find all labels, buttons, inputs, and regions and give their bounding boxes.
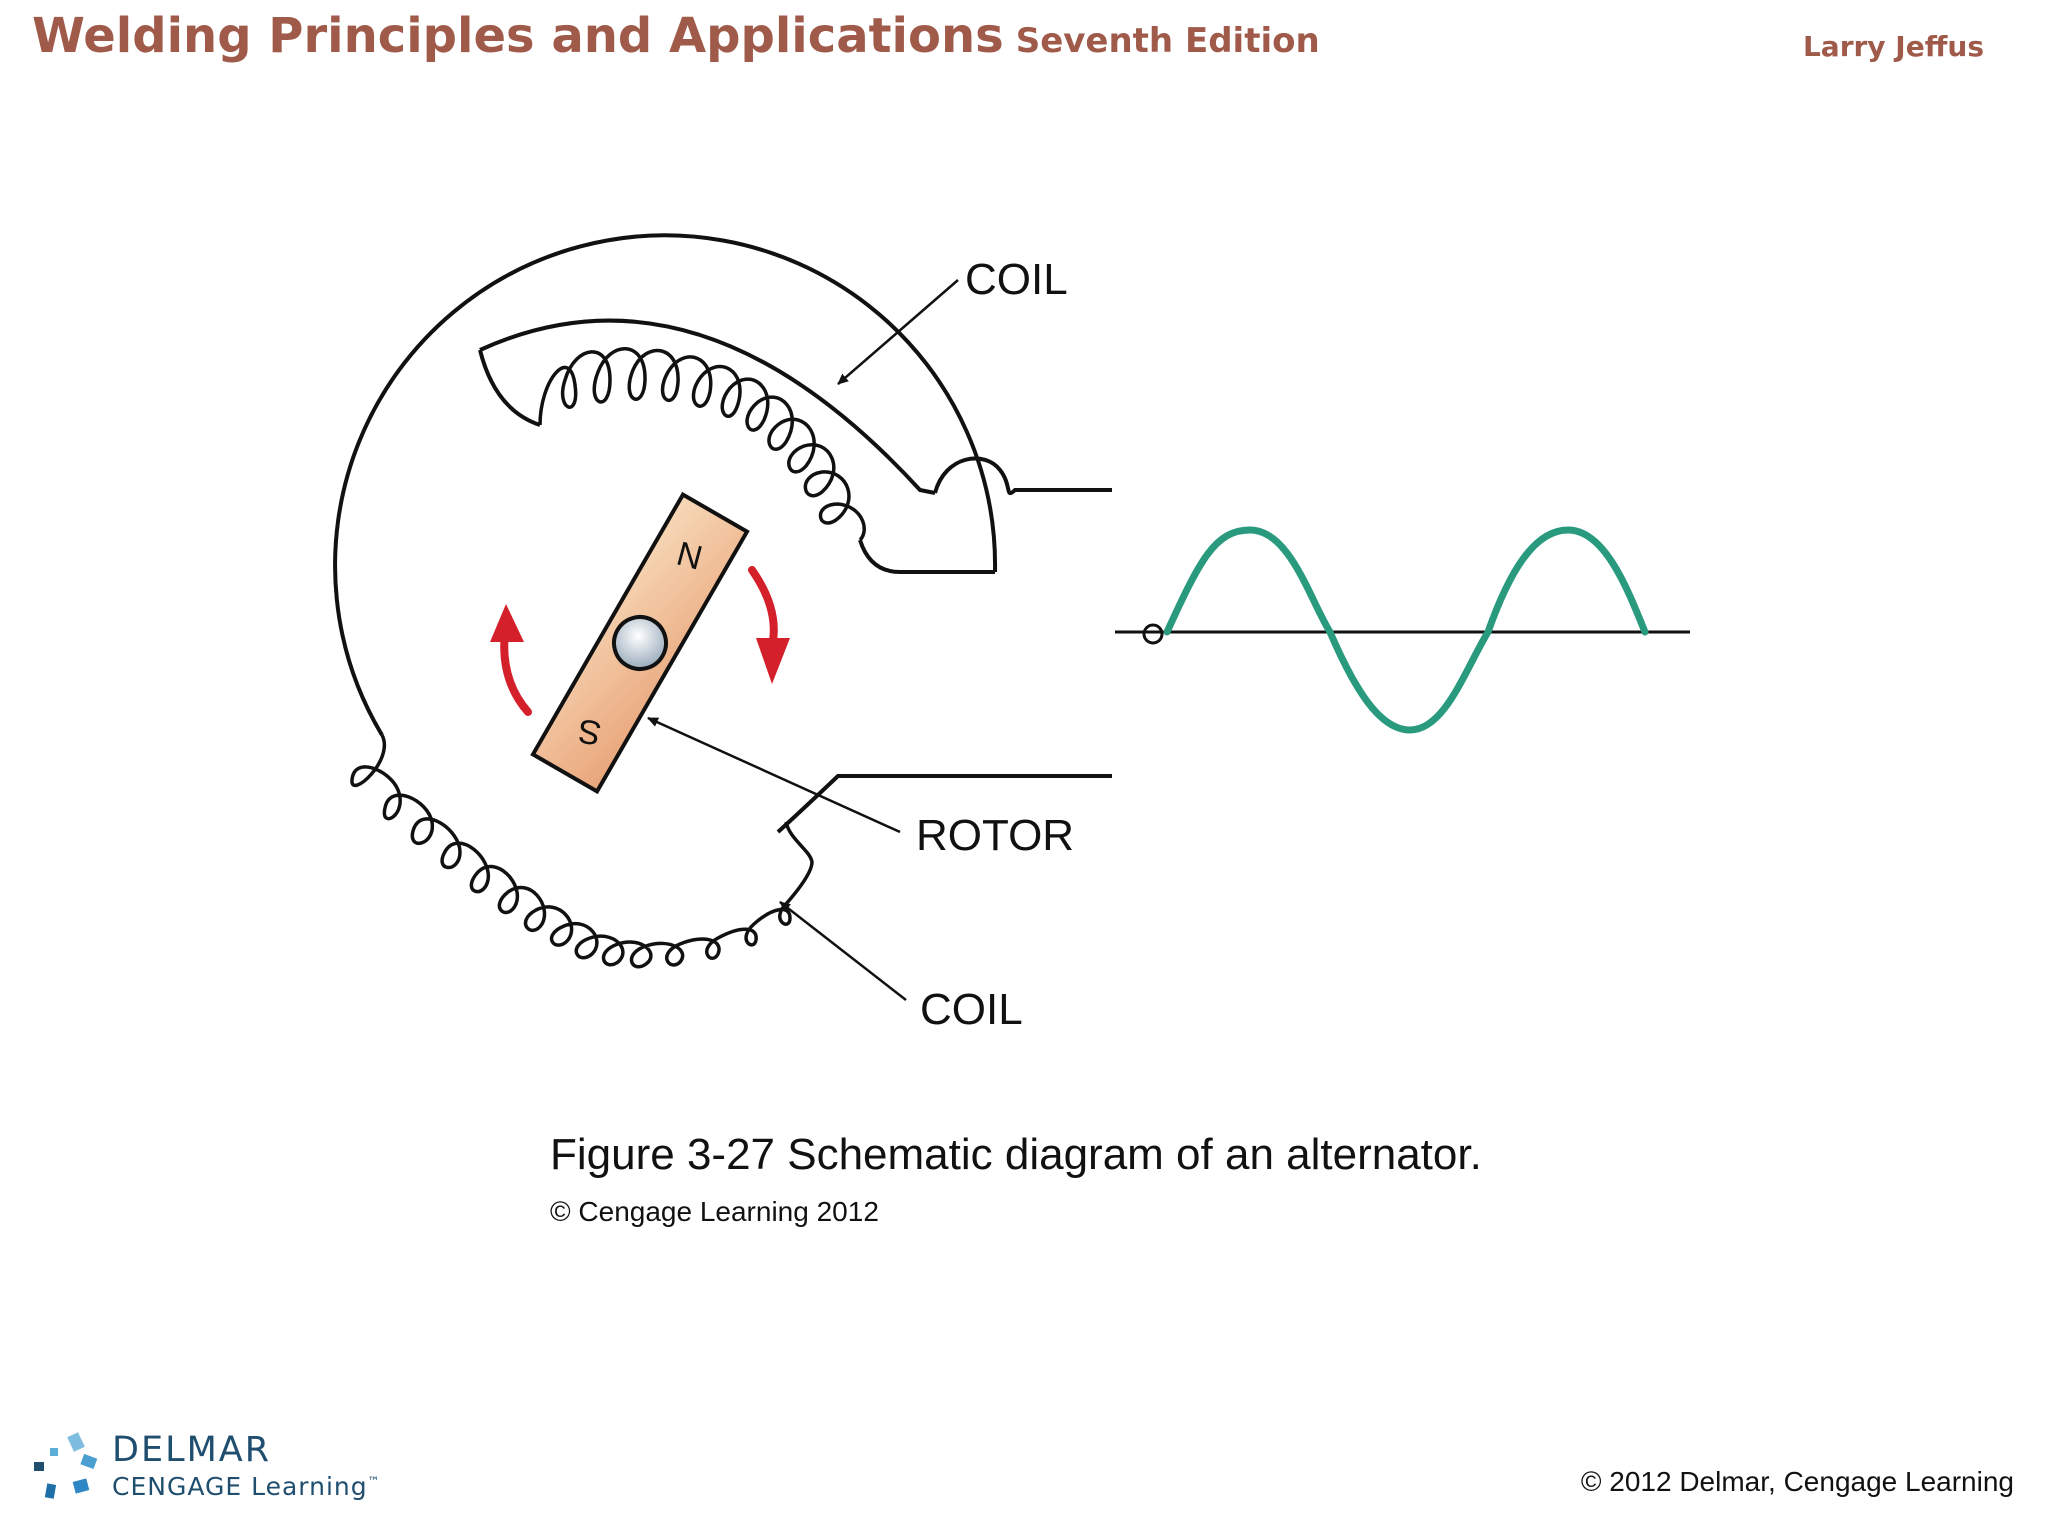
delmar-logo-icon bbox=[34, 1432, 98, 1499]
delmar-logo-subtitle: CENGAGE Learning™ bbox=[112, 1472, 381, 1501]
rotation-arrow-right-head bbox=[756, 638, 790, 684]
rotation-arrow-right bbox=[748, 566, 778, 650]
delmar-logo-name: DELMAR bbox=[112, 1430, 272, 1470]
delmar-logo: DELMAR CENGAGE Learning™ bbox=[30, 1430, 380, 1510]
rotor-magnet: N S bbox=[530, 491, 750, 795]
top-coil-core-end bbox=[858, 539, 995, 574]
book-edition: Seventh Edition bbox=[1015, 21, 1320, 61]
stator-outer-ring bbox=[333, 233, 998, 737]
footer-copyright: © 2012 Delmar, Cengage Learning bbox=[1580, 1466, 2014, 1497]
coil-top-label: COIL bbox=[965, 255, 1068, 304]
rotation-arrow-left-head bbox=[490, 604, 524, 642]
top-coil-lead bbox=[933, 456, 1112, 496]
coil-bottom-label: COIL bbox=[920, 985, 1023, 1034]
bottom-coil-lead bbox=[776, 774, 1112, 834]
figure-copyright: © Cengage Learning 2012 bbox=[550, 1196, 879, 1227]
author-name: Larry Jeffus bbox=[1802, 30, 1984, 63]
figure-caption: Figure 3-27 Schematic diagram of an alte… bbox=[550, 1130, 1482, 1179]
top-coil-core bbox=[479, 318, 936, 495]
rotor-label: ROTOR bbox=[916, 811, 1074, 860]
delmar-logo-sub-text: CENGAGE Learning bbox=[112, 1472, 368, 1501]
waveform-origin bbox=[1142, 623, 1164, 645]
top-coil-winding bbox=[538, 347, 866, 542]
delmar-logo-tm: ™ bbox=[367, 1474, 381, 1489]
slide-header: Welding Principles and Applications Seven… bbox=[32, 8, 2016, 88]
book-title: Welding Principles and Applications Seven… bbox=[32, 8, 1320, 64]
top-coil-core-inner bbox=[478, 349, 541, 427]
bottom-coil-winding bbox=[350, 734, 814, 969]
coil-top-pointer bbox=[837, 279, 959, 385]
rotor-pointer bbox=[647, 716, 901, 834]
rotor-shaft bbox=[612, 615, 668, 671]
rotation-arrow-left bbox=[500, 628, 532, 716]
coil-bottom-pointer bbox=[779, 901, 907, 1001]
book-title-main: Welding Principles and Applications bbox=[32, 8, 1004, 64]
sine-wave bbox=[1163, 526, 1649, 734]
